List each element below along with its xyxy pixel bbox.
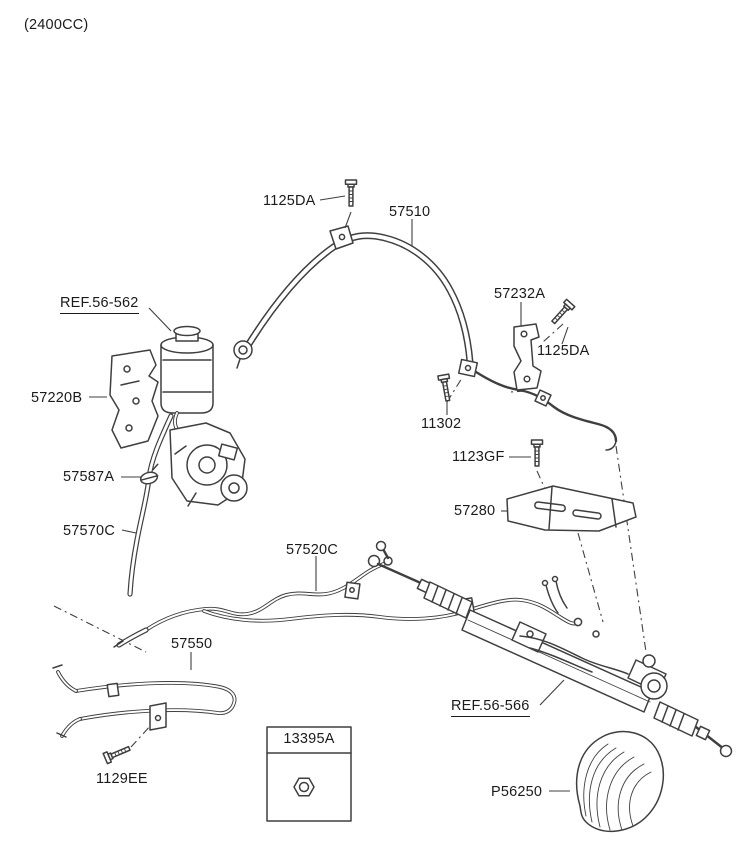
label-57570c: 57570C (63, 523, 115, 539)
bolt-1129ee-icon (102, 742, 133, 765)
steering-gear-drawing (367, 554, 733, 758)
label-1125da-right: 1125DA (537, 343, 590, 359)
bolt-1125da-right-icon (548, 298, 576, 327)
clamp-57587a-drawing (139, 463, 159, 485)
reservoir-drawing (160, 325, 214, 434)
label-p56250: P56250 (491, 784, 543, 800)
label-1129ee: 1129EE (96, 771, 148, 787)
suction-hose-57570c-drawing (127, 413, 174, 597)
nut-13395a-box (266, 726, 352, 822)
label-ref-56-566: REF.56-566 (451, 698, 530, 717)
label-57510: 57510 (389, 204, 431, 220)
label-57550: 57550 (171, 636, 213, 652)
label-57520c: 57520C (286, 542, 338, 558)
pressure-pipe-drawing (474, 370, 618, 614)
pump-drawing (169, 422, 248, 507)
engine-displacement-label: (2400CC) (24, 17, 89, 33)
heat-shield-57280-drawing (506, 485, 637, 532)
leader-lines (89, 195, 570, 792)
bracket-57232a-drawing (513, 323, 542, 391)
label-ref-56-562: REF.56-562 (60, 295, 139, 314)
protector-p56250-drawing (575, 730, 665, 833)
label-57232a: 57232A (494, 286, 546, 302)
label-1123gf: 1123GF (452, 449, 505, 465)
label-11302: 11302 (421, 416, 462, 432)
bracket-57220b-drawing (109, 349, 159, 449)
label-1125da-top: 1125DA (263, 193, 316, 209)
label-57220b: 57220B (31, 390, 83, 406)
bolt-1123gf-icon (530, 439, 544, 467)
bolt-1125da-top-icon (344, 179, 358, 207)
label-13395a: 13395A (283, 731, 335, 747)
cooler-tube-57550-drawing (52, 664, 237, 738)
pressure-hose-57510-drawing (233, 211, 479, 378)
bolt-11302-icon (437, 373, 454, 403)
label-57587a: 57587A (63, 469, 115, 485)
label-57280: 57280 (454, 503, 496, 519)
